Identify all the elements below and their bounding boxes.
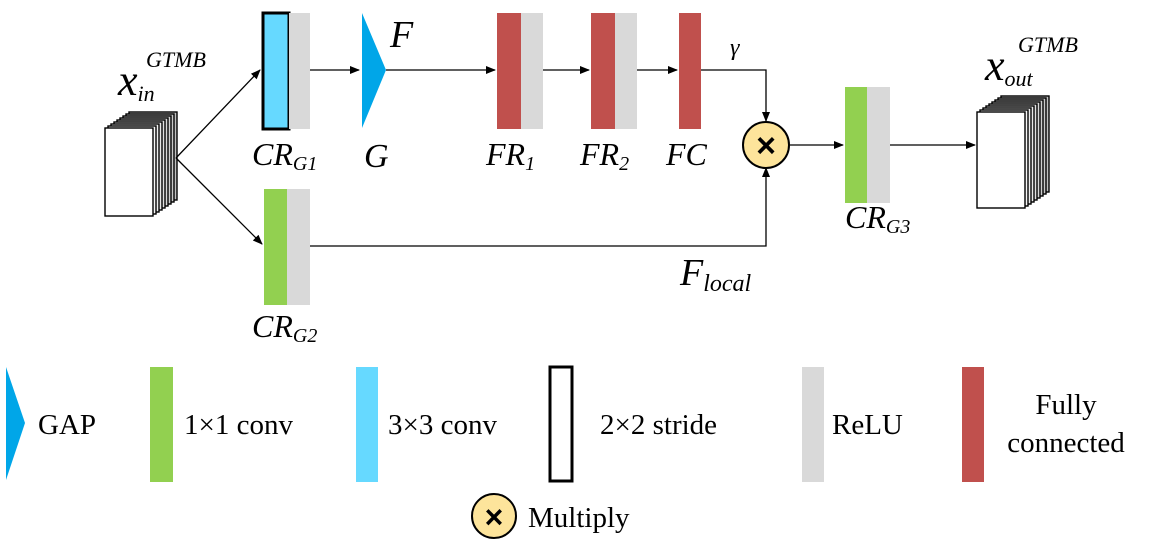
feature-map-slice (104, 127, 154, 217)
legend-gap-swatch (6, 367, 25, 480)
connections (175, 66, 976, 247)
legend-fc-label-line1: Fully (1035, 389, 1097, 421)
edge-crg2-to-multiply (310, 167, 770, 247)
legend-conv3x3-swatch (356, 367, 378, 482)
crg1-label: CRG1 (252, 136, 317, 175)
legend-stride-swatch (548, 365, 574, 483)
gap-triangle (362, 13, 386, 128)
fr1-fully-connected (497, 13, 521, 129)
fc-block (679, 13, 701, 129)
crg3-block (845, 87, 890, 203)
output-feature-map-stack (976, 95, 1050, 209)
legend-multiply-symbol: × (485, 499, 504, 535)
legend-multiply-swatch: × (471, 493, 517, 539)
crg3-conv1x1 (845, 87, 867, 203)
crg2-relu (287, 189, 310, 305)
input-feature-map-stack (104, 111, 178, 217)
input-label: xin (117, 56, 155, 106)
fr1-relu (521, 13, 543, 129)
fr2-label: FR2 (579, 136, 629, 175)
legend-stride-label: 2×2 stride (600, 409, 717, 441)
edge-input-to-crg1 (175, 69, 261, 159)
legend-conv1x1-swatch (150, 367, 173, 482)
legend-conv3x3-label: 3×3 conv (388, 409, 497, 441)
crg2-block (264, 189, 310, 305)
legend-gap-label: GAP (38, 409, 96, 441)
legend-relu-label: ReLU (832, 409, 903, 441)
fr1-label: FR1 (485, 136, 535, 175)
crg3-label: CRG3 (845, 199, 910, 238)
fr2-block (591, 13, 637, 129)
f-local-label: Flocal (679, 252, 752, 297)
feature-map-slice (976, 111, 1026, 209)
crg3-relu (867, 87, 890, 203)
edge-input-to-crg2 (175, 157, 263, 245)
legend-fc-swatch (962, 367, 984, 482)
fr2-relu (615, 13, 637, 129)
legend-relu-swatch (802, 367, 824, 482)
output-label: xout (984, 41, 1034, 91)
crg1-block (261, 11, 310, 131)
legend: GAP 1×1 conv 3×3 conv 2×2 stride ReLU Fu… (6, 365, 1125, 539)
legend-fc-label-line2: connected (1007, 427, 1125, 459)
fr2-fully-connected (591, 13, 615, 129)
crg2-label: CRG2 (252, 308, 317, 347)
output-label-superscript: GTMB (1018, 32, 1078, 57)
gap-top-label: F (389, 14, 414, 56)
gap-bottom-label: G (364, 138, 389, 175)
multiply-node-symbol: × (756, 127, 776, 165)
fr1-block (497, 13, 543, 129)
edge-fc-to-multiply (701, 69, 770, 122)
crg1-conv3x3 (261, 11, 291, 131)
legend-multiply-label: Multiply (528, 502, 630, 534)
gamma-label: γ (730, 35, 740, 61)
crg1-relu (289, 13, 310, 129)
fc-label: FC (665, 136, 708, 172)
multiply-node: × (742, 121, 790, 169)
crg2-conv1x1 (264, 189, 287, 305)
input-label-superscript: GTMB (146, 47, 206, 72)
legend-conv1x1-label: 1×1 conv (184, 409, 293, 441)
